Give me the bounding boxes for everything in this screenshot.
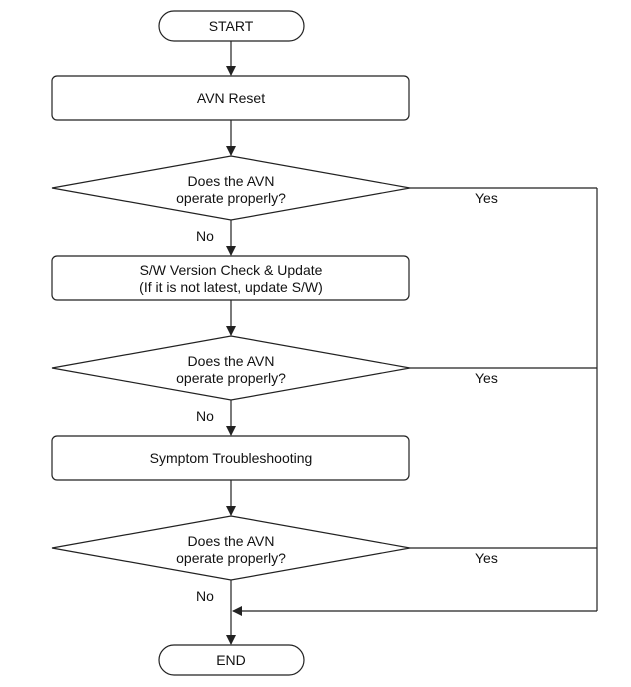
decision-1-no-label: No — [196, 228, 214, 244]
decision-1-yes-label: Yes — [475, 190, 498, 206]
decision-2-line2: operate properly? — [176, 370, 286, 386]
decision-3-line1: Does the AVN — [188, 533, 275, 549]
decision-2-yes-label: Yes — [475, 370, 498, 386]
decision-1-line2: operate properly? — [176, 190, 286, 206]
step-symptom-troubleshooting-label: Symptom Troubleshooting — [150, 450, 313, 466]
decision-3-line2: operate properly? — [176, 550, 286, 566]
step-avn-reset-label: AVN Reset — [197, 90, 265, 106]
start-label: START — [209, 18, 254, 34]
end-terminator — [158, 644, 305, 676]
decision-3-yes-label: Yes — [475, 550, 498, 566]
decision-3-no-label: No — [196, 588, 214, 604]
decision-2-line1: Does the AVN — [188, 353, 275, 369]
end-label: END — [216, 652, 246, 668]
step-sw-version-check-line1: S/W Version Check & Update — [140, 262, 323, 278]
decision-1-line1: Does the AVN — [188, 173, 275, 189]
step-sw-version-check-line2: (If it is not latest, update S/W) — [139, 279, 323, 295]
decision-2-no-label: No — [196, 408, 214, 424]
